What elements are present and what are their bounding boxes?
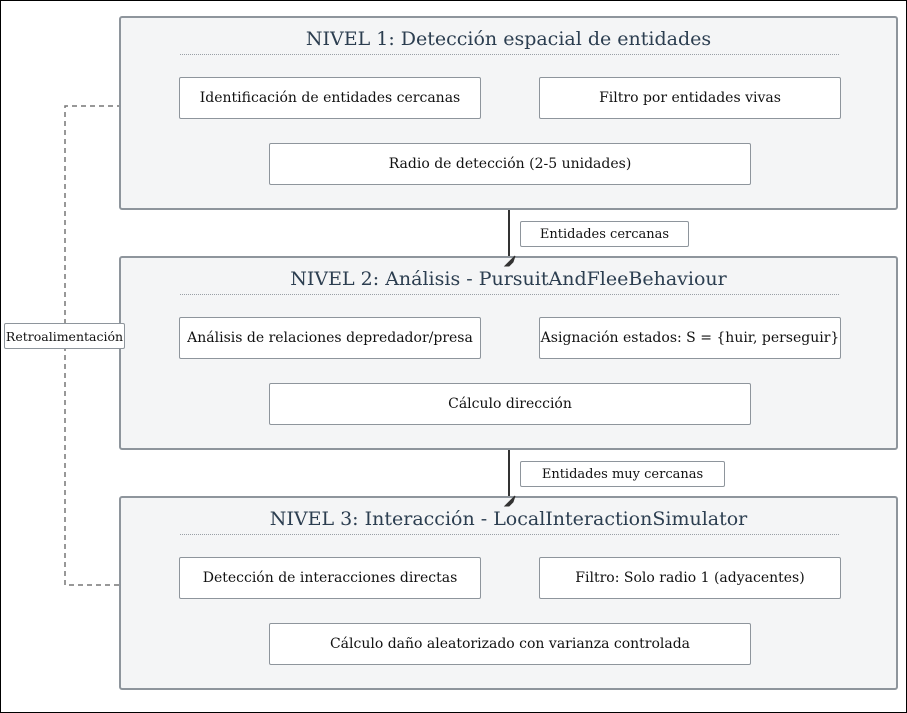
edge-label-entities-near: Entidades cercanas <box>520 221 689 247</box>
detection-radius-box: Radio de detección (2-5 unidades) <box>269 143 751 185</box>
level-3-title-rule <box>180 534 839 535</box>
level-2-title: NIVEL 2: Análisis - PursuitAndFleeBehavi… <box>290 268 727 290</box>
direction-calculation-box: Cálculo dirección <box>269 383 751 425</box>
level-3-title: NIVEL 3: Interacción - LocalInteractionS… <box>269 508 748 530</box>
direct-interactions-box: Detección de interacciones directas <box>179 557 481 599</box>
level-1-title: NIVEL 1: Detección espacial de entidades <box>305 28 712 50</box>
feedback-label: Retroalimentación <box>4 323 125 349</box>
feedback-loop-line <box>64 102 129 586</box>
radius-filter-box: Filtro: Solo radio 1 (adyacentes) <box>539 557 841 599</box>
edge-level1-level2-arrowhead <box>503 255 516 267</box>
level-3-panel: NIVEL 3: Interacción - LocalInteractionS… <box>119 496 898 690</box>
alive-filter-box: Filtro por entidades vivas <box>539 77 841 119</box>
level-1-panel: NIVEL 1: Detección espacial de entidades… <box>119 16 898 210</box>
edge-level2-level3-arrowhead <box>503 495 516 507</box>
entity-identification-box: Identificación de entidades cercanas <box>179 77 481 119</box>
damage-calculation-box: Cálculo daño aleatorizado con varianza c… <box>269 623 751 665</box>
state-assignment-box: Asignación estados: S = {huir, perseguir… <box>539 317 841 359</box>
level-1-title-rule <box>180 54 839 55</box>
level-2-panel: NIVEL 2: Análisis - PursuitAndFleeBehavi… <box>119 256 898 450</box>
level-2-title-rule <box>180 294 839 295</box>
edge-label-entities-very-near: Entidades muy cercanas <box>520 461 725 487</box>
predator-prey-analysis-box: Análisis de relaciones depredador/presa <box>179 317 481 359</box>
